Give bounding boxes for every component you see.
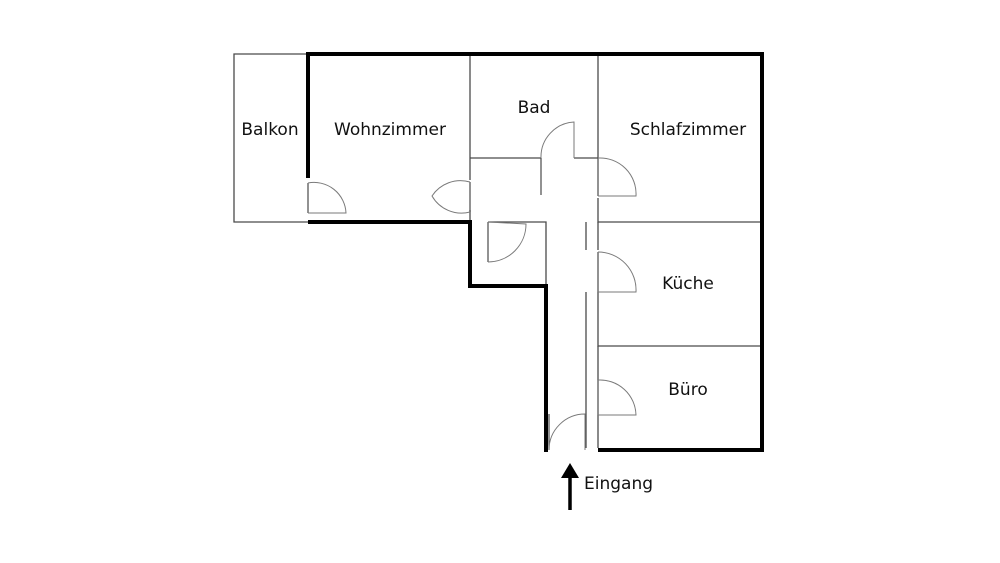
door-eingang (548, 413, 586, 451)
room-label-bad: Bad (518, 98, 551, 118)
door-kueche (597, 251, 637, 293)
door-abstellraum (487, 221, 527, 263)
room-label-balkon: Balkon (241, 120, 298, 140)
entrance-arrow-icon (561, 463, 579, 510)
exterior-walls (306, 52, 764, 452)
door-wohnzimmer (431, 180, 471, 214)
room-label-wohnzimmer: Wohnzimmer (334, 120, 446, 140)
door-schlafzimmer (597, 157, 637, 197)
door-bad (540, 121, 575, 195)
thin-walls (233, 53, 762, 448)
entrance-label: Eingang (584, 474, 653, 494)
room-label-schlafzimmer: Schlafzimmer (630, 120, 746, 140)
door-buero (597, 379, 637, 416)
room-label-buero: Büro (668, 380, 707, 400)
room-label-kueche: Küche (662, 274, 714, 294)
door-balkon (307, 181, 347, 214)
